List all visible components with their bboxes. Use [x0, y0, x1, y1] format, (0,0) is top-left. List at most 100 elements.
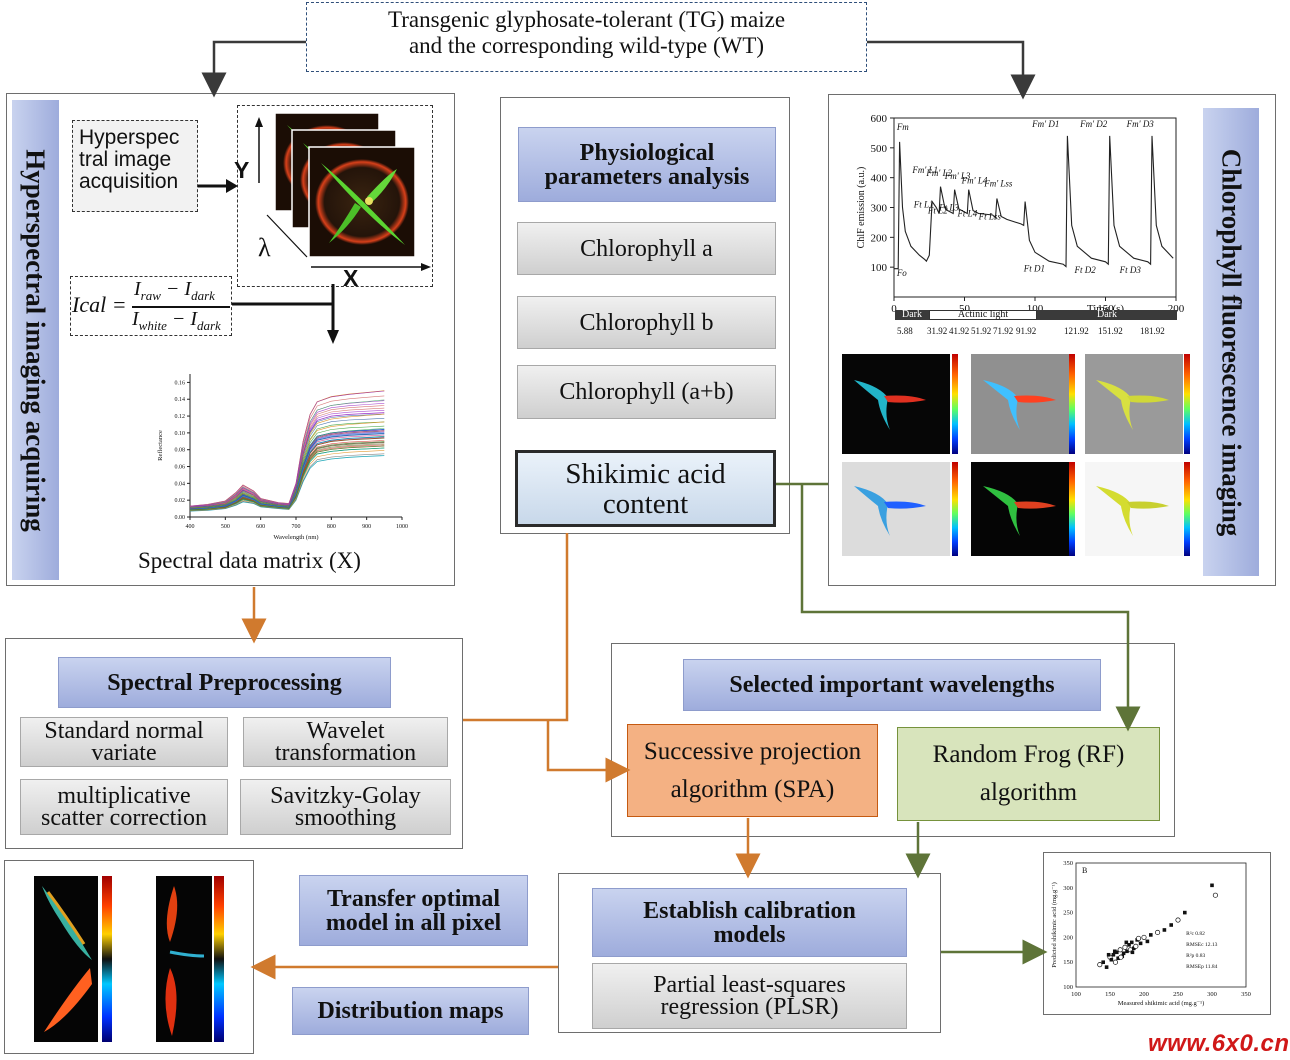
fluor-y-tick-label: 500 [871, 143, 888, 155]
spectra-interp-line [189, 445, 385, 511]
fluor-x-tick-label: 0 [891, 303, 897, 315]
scatter-y-tick-label: 350 [1063, 860, 1073, 867]
chlorophyll-a-box: Chlorophyll a [517, 222, 776, 275]
dark-segment-2: Dark [1037, 310, 1177, 320]
fluor-annotation: Ft D2 [1073, 265, 1096, 275]
scatter-point [1212, 892, 1218, 898]
spectra-interp-line [189, 418, 385, 508]
scatter-x-tick-label: 350 [1241, 991, 1251, 998]
chlorophyll-b-box: Chlorophyll b [517, 296, 776, 349]
actinic-segment: Actinic light [929, 310, 1037, 320]
shikimic-acid-box: Shikimic acid content [515, 450, 776, 527]
formula-den-a: I [132, 308, 139, 330]
bar-tick-1: 31.92 [927, 326, 948, 336]
arrow-preprocessing-shikimic-to-spa [463, 533, 618, 770]
spectra-y-tick-label: 0.12 [175, 414, 186, 420]
bar-tick-3: 51.92 [971, 326, 992, 336]
scatter-point [1117, 947, 1123, 953]
title-line-2: and the corresponding wild-type (WT) [408, 33, 765, 58]
scatter-point [1175, 917, 1181, 923]
spectra-caption: Spectral data matrix (X) [138, 548, 361, 573]
axis-y-label: Y [234, 157, 250, 183]
scatter-y-tick-label: 300 [1063, 885, 1073, 892]
scatter-point [1133, 943, 1139, 949]
formula-fraction-bar [132, 306, 230, 308]
fluor-y-tick-label: 200 [871, 232, 888, 244]
plsr-line-2: regression (PLSR) [660, 994, 839, 1020]
spectra-y-tick-label: 0.02 [175, 498, 186, 504]
scatter-point [1118, 954, 1124, 960]
formula-num-a-sub: raw [140, 288, 161, 303]
shikimic-scatter-chart: 100100150150200200250250300300350350Meas… [1051, 860, 1251, 1007]
scatter-point [1101, 960, 1105, 964]
fluor-annotation: Fm' L2 [925, 168, 952, 178]
scatter-point [1130, 950, 1135, 955]
scatter-point [1136, 935, 1142, 941]
chlorophyll-ab-box: Chlorophyll (a+b) [517, 365, 776, 419]
spectra-interp-line [189, 390, 385, 507]
bar-tick-8: 181.92 [1140, 326, 1165, 336]
spectra-y-tick-label: 0.08 [175, 448, 186, 454]
fluor-y-axis-label: ChlF emission (a.u.) [856, 167, 867, 249]
scatter-stat-label: R²p 0.83 [1186, 953, 1205, 959]
fluor-tile-4 [842, 462, 958, 556]
spectra-interp-line [189, 403, 385, 507]
fluor-annotation: Ft D1 [1023, 264, 1045, 274]
calibration-header-line-1: Establish calibration [643, 897, 856, 924]
scatter-point [1169, 923, 1173, 927]
formula-den-b: − I [166, 308, 197, 330]
scatter-y-tick-label: 250 [1063, 910, 1073, 917]
scatter-x-tick-label: 100 [1071, 991, 1081, 998]
distribution-maps-image [34, 876, 224, 1042]
spectra-y-tick-label: 0.16 [175, 380, 186, 386]
distribution-maps-label: Distribution maps [292, 987, 529, 1035]
scatter-y-tick-label: 200 [1063, 934, 1073, 941]
spa-line-1: Successive projection [643, 737, 862, 765]
scatter-y-axis-label: Predicted shikimic acid (mg.g⁻¹) [1051, 882, 1058, 968]
axis-x-label: X [343, 265, 359, 291]
wavelet-line-1: Wavelet [306, 718, 385, 744]
savgol-line-1: Savitzky-Golay [270, 783, 421, 809]
scatter-point [1104, 965, 1109, 969]
snv-line-2: variate [91, 740, 157, 766]
scatter-point [1138, 941, 1143, 946]
watermark: www.6x0.cn [1148, 1030, 1290, 1057]
spectra-y-tick-label: 0.14 [175, 397, 186, 403]
scatter-point [1124, 940, 1129, 945]
plsr-box: Partial least-squares regression (PLSR) [592, 963, 907, 1029]
scatter-point [1125, 949, 1129, 954]
image-acquisition-box: Hyperspec tral image acquisition [72, 120, 198, 212]
fluor-annotation: Fm' D2 [1079, 119, 1108, 129]
fluor-annotation: Fm' L3 [944, 171, 971, 181]
scatter-point [1111, 952, 1116, 957]
formula-num-a: I [134, 278, 141, 300]
arrow-title-to-fluorescence [867, 40, 1036, 100]
hypercube-illustration [255, 112, 431, 271]
fluor-y-tick-label: 600 [871, 113, 888, 125]
scatter-point [1121, 951, 1126, 956]
title-box: Transgenic glyphosate-tolerant (TG) maiz… [306, 2, 867, 72]
scatter-x-tick-label: 150 [1105, 991, 1115, 998]
spa-line-2: algorithm (SPA) [670, 775, 835, 803]
fluor-annotation: Ft L2 [927, 205, 948, 215]
spectra-x-tick-label: 600 [256, 524, 265, 530]
scatter-y-tick-label: 150 [1063, 959, 1073, 966]
bar-tick-0: 5.88 [897, 326, 913, 336]
scatter-x-tick-label: 200 [1139, 991, 1149, 998]
snv-line-1: Standard normal [44, 718, 204, 744]
acq-line-2: tral image [79, 148, 172, 171]
scatter-stat-label: RMSEc 12.13 [1186, 942, 1217, 948]
fluor-annotation: Fm' D1 [1031, 119, 1059, 129]
preprocessing-header: Spectral Preprocessing [58, 657, 391, 708]
spectra-y-tick-label: 0.04 [175, 481, 186, 487]
scatter-point [1097, 962, 1103, 968]
fluor-annotation: Fm' D3 [1126, 119, 1155, 129]
spectra-x-tick-label: 900 [362, 524, 371, 530]
hypercube-layer-front [308, 146, 416, 258]
dist-map-left [34, 876, 112, 1042]
scatter-point [1112, 949, 1117, 954]
scatter-x-tick-label: 300 [1207, 991, 1217, 998]
spectra-x-tick-label: 500 [221, 524, 230, 530]
scatter-point [1141, 934, 1147, 940]
